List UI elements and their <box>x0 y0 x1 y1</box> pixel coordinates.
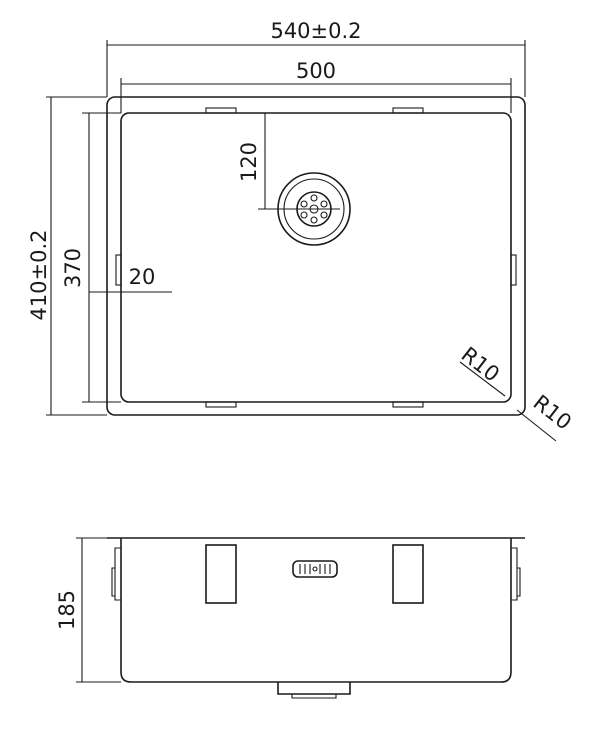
mounting-clip <box>510 254 517 286</box>
mounting-clip-block <box>392 544 424 604</box>
dimension-inner-height: 370 <box>61 112 121 403</box>
mounting-clip <box>392 401 424 408</box>
side-clip-right <box>511 547 521 601</box>
dimension-outer-height: 410±0.2 <box>27 96 107 416</box>
dimension-label-outer-height: 410±0.2 <box>27 229 51 320</box>
outer-rim-outline <box>106 96 526 416</box>
dimension-rim-offset: 20 <box>89 265 172 293</box>
dimension-inner-radius: R10 <box>457 342 506 397</box>
mounting-clip-block <box>205 544 237 604</box>
top-view: 540±0.2 500 410±0.2 370 20 <box>27 19 576 442</box>
dimension-label-inner-width: 500 <box>296 59 336 83</box>
dimension-label-outer-radius: R10 <box>529 390 576 434</box>
mounting-clip <box>115 254 122 286</box>
overflow-slot <box>292 560 338 578</box>
dimension-label-drain-offset: 120 <box>237 142 261 182</box>
side-view: 185 <box>55 537 525 699</box>
dimension-outer-radius: R10 <box>516 390 576 442</box>
dimension-depth: 185 <box>55 537 121 683</box>
dimension-label-inner-radius: R10 <box>457 342 504 386</box>
mounting-clip <box>205 107 237 114</box>
dimension-label-rim-offset: 20 <box>129 265 156 289</box>
dimension-label-inner-height: 370 <box>61 248 85 288</box>
mounting-clip <box>205 401 237 408</box>
dimension-label-depth: 185 <box>55 590 79 630</box>
side-clip-left <box>111 547 121 601</box>
dimension-label-outer-width: 540±0.2 <box>270 19 361 43</box>
bowl-side-outline <box>120 538 512 683</box>
dimension-outer-width: 540±0.2 <box>106 19 526 97</box>
mounting-clip <box>392 107 424 114</box>
drain-outlet-inner <box>291 694 337 699</box>
inner-bowl-outline <box>120 112 512 403</box>
dimension-inner-width: 500 <box>120 59 512 113</box>
dimension-drain-offset: 120 <box>237 113 340 210</box>
drain-outlet <box>277 682 351 695</box>
